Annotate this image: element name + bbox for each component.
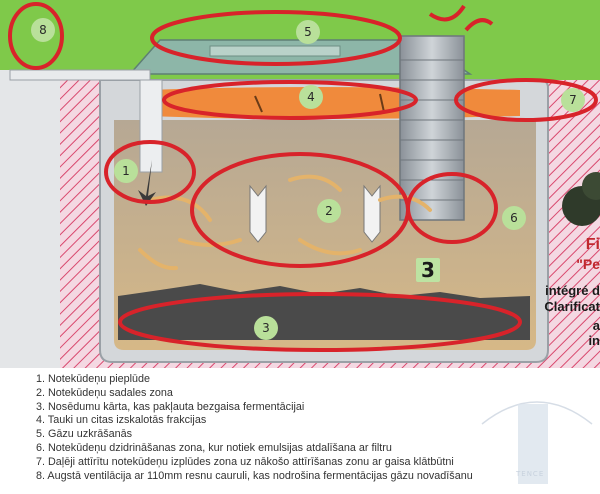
side-caption-line-3: intégré d — [545, 283, 600, 298]
inflow-arrow — [138, 160, 156, 206]
side-caption-line-1: Fi — [585, 236, 600, 253]
vent-arrow — [428, 4, 466, 22]
legend-item: 6. Notekūdeņu dzidrināšanas zona, kur no… — [36, 441, 392, 454]
side-caption-line-6: in — [588, 333, 600, 348]
zone-3-outline — [118, 292, 522, 352]
legend-item: 7. Daļēji attīrītu notekūdeņu izplūdes z… — [36, 455, 454, 468]
lid-grille — [209, 45, 341, 57]
legend-list: 1. Notekūdeņu pieplūde 2. Notekūdeņu sad… — [36, 373, 473, 483]
zone-1-outline — [104, 140, 196, 204]
inlet-tee — [139, 79, 163, 173]
legend-item: 4. Tauki un citas izskalotās frakcijas — [36, 414, 207, 427]
legend-item: 1. Notekūdeņu pieplūde — [36, 373, 151, 385]
shrub — [582, 172, 600, 200]
marker-4: 4 — [299, 85, 323, 109]
flow-arrow — [378, 194, 432, 212]
filter-element — [363, 184, 381, 243]
vent-pipe — [399, 35, 465, 221]
septic-tank-diagram — [0, 0, 600, 368]
legend-item: 3. Nosēdumu kārta, kas pakļauta bezgaisa… — [36, 400, 305, 413]
filter-element — [249, 184, 267, 243]
legend-item: 5. Gāzu uzkrāšanās — [36, 428, 133, 441]
zone-5-outline — [150, 10, 402, 66]
vent-arrow — [464, 18, 494, 32]
marker-1: 1 — [114, 159, 138, 183]
marker-2: 2 — [317, 199, 341, 223]
sludge-zone-label: 3 — [416, 258, 440, 282]
flow-arrow — [298, 238, 362, 256]
flow-arrow — [138, 248, 178, 271]
side-caption-line-4: Clarificat — [544, 299, 600, 314]
inlet-pipe — [9, 69, 151, 81]
marker-3: 3 — [254, 316, 278, 340]
marker-6: 6 — [502, 206, 526, 230]
flow-arrow — [148, 195, 212, 222]
zone-8-outline — [8, 2, 64, 70]
marker-5: 5 — [296, 20, 320, 44]
flow-arrow — [288, 174, 342, 192]
side-caption-line-2: "Pe — [576, 256, 600, 272]
side-caption-line-5: a — [592, 318, 600, 333]
legend-item: 8. Augstā ventilācija ar 110mm resnu cau… — [36, 469, 473, 482]
zone-6-outline — [406, 172, 498, 244]
marker-7: 7 — [561, 88, 585, 112]
legend-item: 2. Notekūdeņu sadales zona — [36, 386, 173, 399]
marker-8: 8 — [31, 18, 55, 42]
watermark-logo — [481, 401, 593, 484]
zone-4-outline — [162, 80, 418, 120]
watermark-text: TENCE — [516, 470, 545, 478]
inlet-shaft — [0, 70, 60, 368]
zone-7-outline — [454, 78, 598, 122]
flow-arrow — [178, 238, 242, 247]
